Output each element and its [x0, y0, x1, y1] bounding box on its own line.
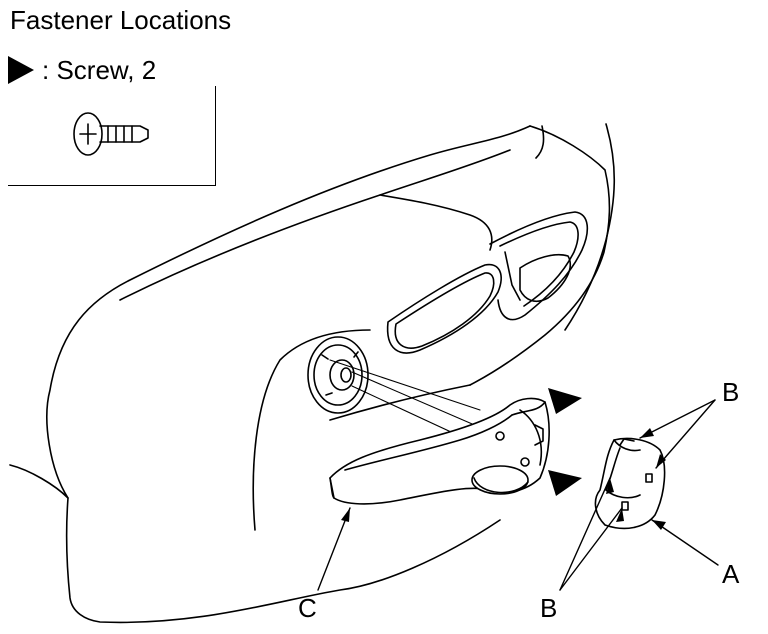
screw-arrows: [548, 388, 582, 496]
legend: : Screw, 2: [8, 54, 156, 86]
leader-c: [317, 507, 351, 591]
legend-box: [8, 86, 216, 186]
leader-b-upper-2: [655, 399, 716, 469]
cover-a: [594, 437, 666, 530]
legend-text: : Screw, 2: [42, 54, 157, 85]
upper-screw-arrow: [548, 388, 582, 414]
callout-b-upper: B: [722, 377, 740, 407]
leader-a: [651, 519, 719, 566]
seat-cushion: [9, 123, 616, 624]
callout-a: A: [722, 559, 740, 589]
recline-knob: [307, 336, 369, 414]
page-title: Fastener Locations: [10, 5, 232, 35]
callout-b-lower: B: [540, 593, 558, 623]
leader-b-lower-1: [559, 477, 611, 591]
leader-arrowheads: [341, 428, 666, 530]
callout-c: C: [298, 593, 317, 623]
leader-b-upper-1: [639, 399, 716, 439]
leader-lines: [317, 399, 719, 591]
switch-recesses: [386, 211, 589, 354]
recline-lever: [329, 397, 550, 505]
screw-illustration: [73, 112, 149, 156]
leader-b-lower-2: [559, 507, 623, 591]
lower-screw-arrow: [548, 470, 582, 496]
black-triangle-icon: [8, 56, 34, 84]
